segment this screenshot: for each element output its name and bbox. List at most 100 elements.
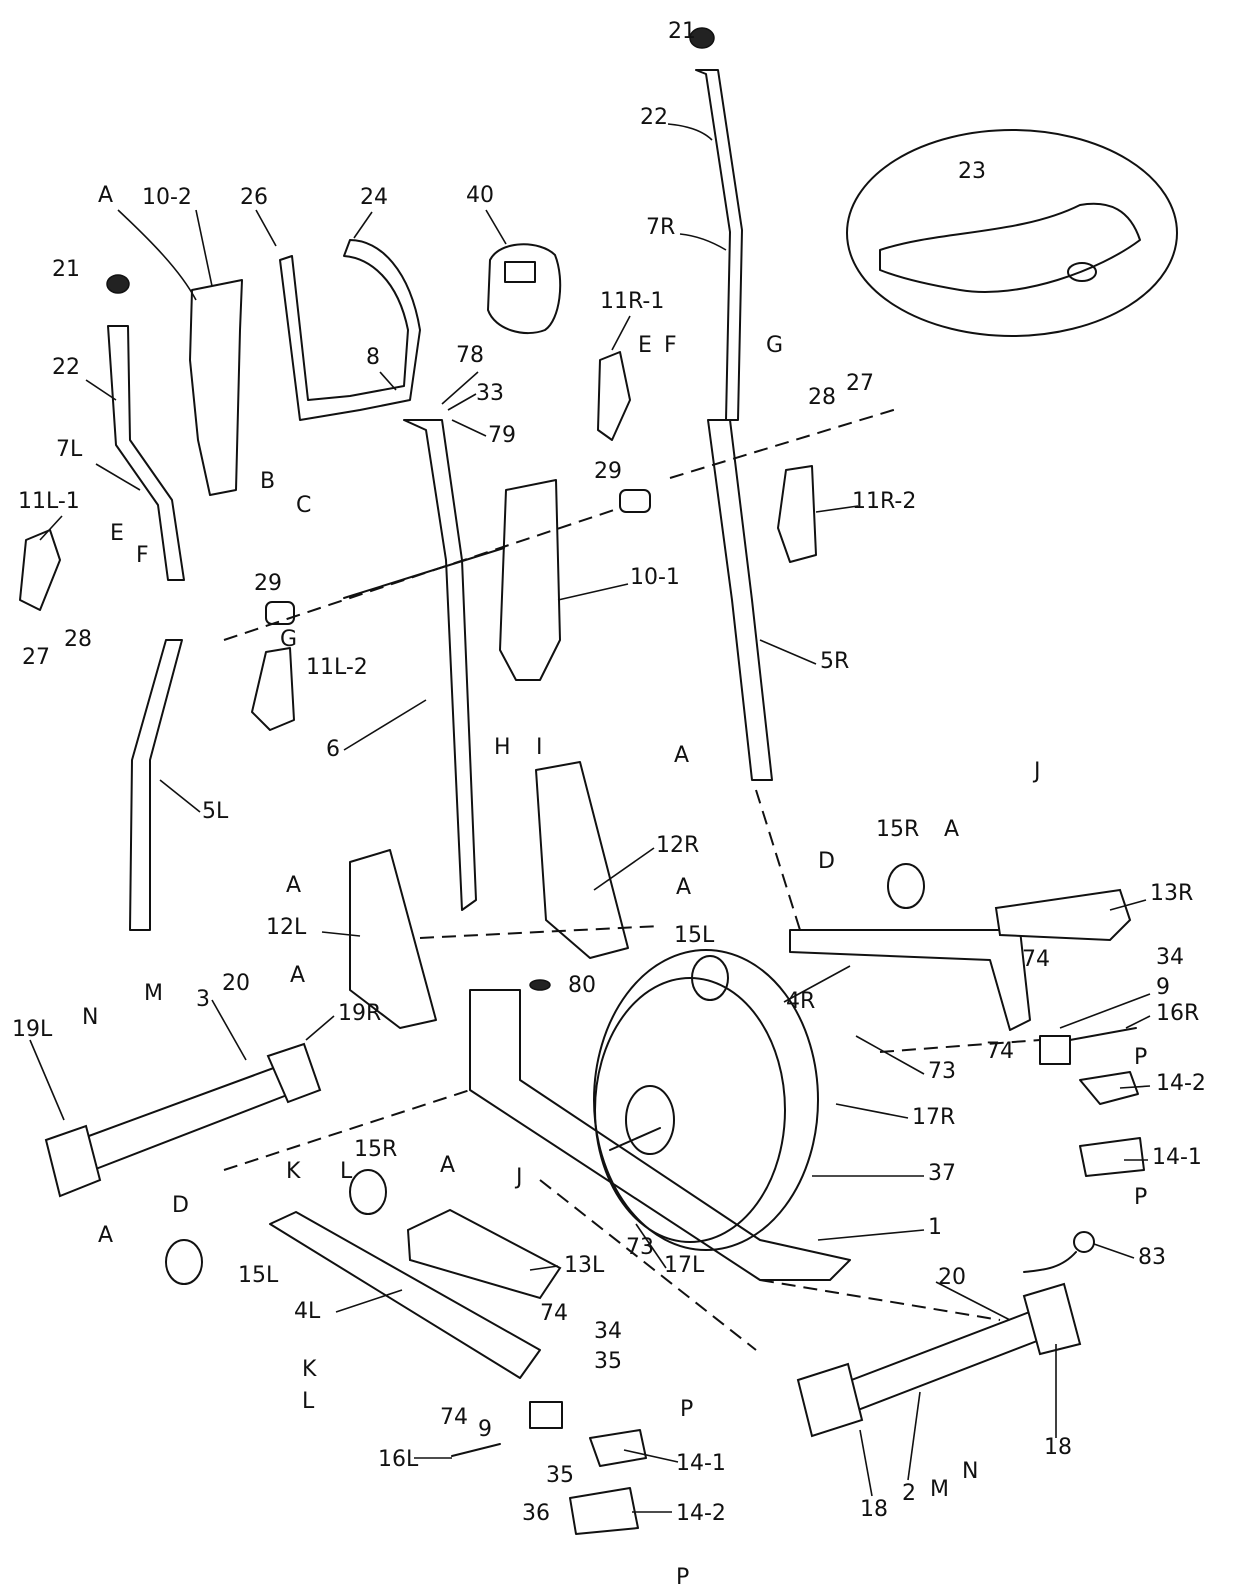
label-33: 33	[476, 381, 504, 406]
cover-10-1	[499, 479, 561, 681]
label-G-right: G	[766, 333, 783, 358]
part-drawings	[19, 27, 1178, 1535]
handlebar-24	[279, 239, 421, 421]
label-8: 8	[366, 345, 380, 370]
label-1: 1	[928, 1215, 942, 1240]
label-P-right-top: P	[1134, 1045, 1147, 1070]
label-A-15R-bottom: A	[440, 1153, 455, 1178]
label-35-top: 35	[594, 1349, 622, 1374]
label-15L-top: 15L	[674, 923, 715, 948]
grip-11R-1	[597, 351, 631, 441]
label-15R-bottom: 15R	[354, 1137, 397, 1162]
label-I: I	[536, 735, 543, 760]
label-17R: 17R	[912, 1105, 955, 1130]
assembly-line-12-covers	[419, 925, 661, 939]
label-19R: 19R	[338, 1001, 381, 1026]
roller-14-2-left	[569, 1487, 639, 1535]
label-D-left: D	[172, 1193, 189, 1218]
label-27-right: 27	[846, 371, 874, 396]
label-73-left: 73	[626, 1235, 654, 1260]
label-5L: 5L	[202, 799, 229, 824]
wheel-15L-bottom	[165, 1239, 203, 1285]
end-cap-21-left	[106, 274, 130, 294]
console-40	[486, 243, 562, 335]
label-13L: 13L	[564, 1253, 605, 1278]
pulse-grip-23	[879, 202, 1141, 293]
end-cap-18-left	[796, 1362, 864, 1438]
label-74-left-top: 74	[540, 1301, 568, 1326]
label-6: 6	[326, 737, 340, 762]
wheel-15R-top	[887, 863, 925, 909]
label-14-2-left: 14-2	[676, 1501, 726, 1526]
label-34-right: 34	[1156, 945, 1184, 970]
label-14-2-right: 14-2	[1156, 1071, 1206, 1096]
label-L-top: L	[340, 1159, 353, 1184]
label-N-front: N	[962, 1459, 978, 1484]
label-K-bottom: K	[302, 1357, 317, 1382]
label-11L-1: 11L-1	[18, 489, 80, 514]
label-24: 24	[360, 185, 388, 210]
label-27-left: 27	[22, 645, 50, 670]
main-post-6	[403, 419, 477, 911]
label-J-right: J	[1032, 759, 1041, 784]
end-cap-19L	[44, 1124, 102, 1198]
label-34-left: 34	[594, 1319, 622, 1344]
label-21-left: 21	[52, 257, 80, 282]
label-28-left: 28	[64, 627, 92, 652]
label-21-right: 21	[668, 19, 696, 44]
pulse-grip-window	[1067, 262, 1097, 282]
handle-tube-22-right	[695, 69, 743, 421]
axle-16R	[1069, 1027, 1137, 1041]
plug-80	[529, 979, 551, 991]
label-M-front: M	[930, 1477, 949, 1502]
label-F-left: F	[136, 543, 149, 568]
assembly-line-axle	[223, 407, 901, 641]
label-12R: 12R	[656, 833, 699, 858]
label-A-mid: A	[676, 875, 691, 900]
label-17L: 17L	[664, 1253, 705, 1278]
label-E-left: E	[110, 521, 124, 546]
label-37: 37	[928, 1161, 956, 1186]
label-N-rear: N	[82, 1005, 98, 1030]
cover-10-2	[189, 279, 243, 496]
axle-16L	[451, 1443, 501, 1457]
label-15L-bottom: 15L	[238, 1263, 279, 1288]
label-16R: 16R	[1156, 1001, 1199, 1026]
label-79: 79	[488, 423, 516, 448]
label-22-left: 22	[52, 355, 80, 380]
end-cap-18-right	[1022, 1282, 1082, 1356]
label-14-1-left: 14-1	[676, 1451, 726, 1476]
crank-hub	[625, 1085, 675, 1155]
label-11R-2: 11R-2	[852, 489, 916, 514]
pedal-13R	[994, 888, 1132, 942]
flywheel-inner	[594, 977, 786, 1243]
console-screen	[504, 261, 536, 283]
part-labels: 21 22 23 7R 40 24 26 10-2 A 21 22 11R-1 …	[12, 19, 1206, 1590]
pedal-arm-4L	[269, 1211, 541, 1379]
wheel-15R-bottom	[349, 1169, 387, 1215]
bushing-29-right	[619, 489, 651, 513]
label-18-left: 18	[860, 1497, 888, 1522]
label-73-right: 73	[928, 1059, 956, 1084]
assembly-line-rear	[223, 1039, 1041, 1171]
label-40: 40	[466, 183, 494, 208]
label-29-left: 29	[254, 571, 282, 596]
label-4L: 4L	[294, 1299, 321, 1324]
roller-14-1-right	[1079, 1137, 1145, 1177]
label-15R-top: 15R	[876, 817, 919, 842]
lower-arm-5R	[707, 419, 773, 781]
cover-12R	[535, 761, 629, 959]
crank-arm	[609, 1127, 661, 1151]
label-74-right-top: 74	[1022, 947, 1050, 972]
bracket-11L-2	[251, 647, 295, 731]
label-P-right-bottom: P	[1134, 1185, 1147, 1210]
label-A-top: A	[98, 183, 113, 208]
roller-14-2-right	[1079, 1071, 1139, 1105]
label-C: C	[296, 493, 311, 518]
assembly-line-left-pedal	[539, 1179, 757, 1351]
pulse-grip-callout	[846, 129, 1178, 337]
label-B: B	[260, 469, 275, 494]
label-G-left: G	[280, 627, 297, 652]
label-A-15L-bottom: A	[98, 1223, 113, 1248]
